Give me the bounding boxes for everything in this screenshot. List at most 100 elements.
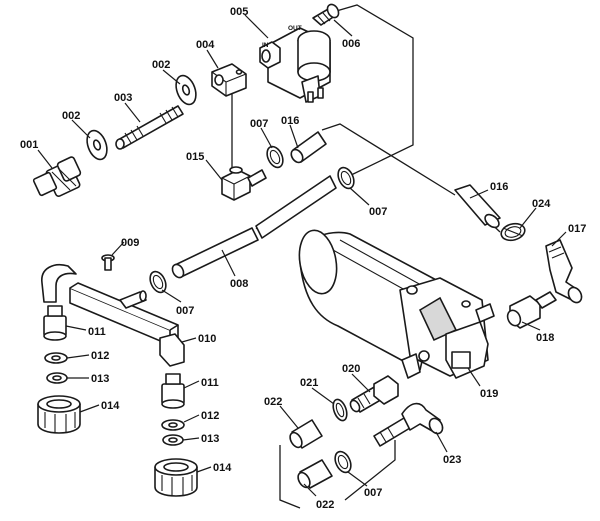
label-024: 024	[532, 198, 551, 210]
leader-005	[244, 14, 269, 39]
leader-008	[221, 249, 236, 277]
part-003-threaded-rod	[115, 105, 184, 150]
leader-007b	[349, 187, 370, 206]
label-011b: 011	[201, 377, 219, 389]
leader-009	[111, 241, 125, 256]
part-007-clamp-top	[266, 145, 284, 169]
part-007-clamp-left	[149, 270, 167, 294]
label-003: 003	[114, 92, 132, 104]
label-009: 009	[121, 237, 139, 249]
part-016-tube-right	[454, 184, 501, 229]
leader-016b	[469, 189, 489, 199]
label-011a: 011	[88, 326, 106, 338]
leader-011a	[65, 325, 87, 331]
part-002-washer-rear	[175, 74, 197, 106]
label-002b: 002	[152, 59, 170, 71]
label-013a: 013	[91, 373, 109, 385]
leader-004	[206, 49, 219, 69]
label-007d: 007	[364, 487, 382, 499]
leader-018	[521, 321, 541, 331]
part-013-seat-right	[162, 434, 184, 446]
label-022b: 022	[316, 499, 334, 511]
part-015-elbow	[221, 166, 267, 201]
label-016a: 016	[281, 115, 299, 127]
leader-014a	[79, 404, 100, 413]
valve-in-mark: IN	[262, 42, 269, 49]
leader-013b	[182, 437, 200, 441]
label-001: 001	[20, 139, 38, 151]
part-013-seat-left	[46, 372, 68, 384]
part-007-clamp-bottom	[334, 450, 352, 474]
label-005: 005	[230, 6, 248, 18]
label-023: 023	[443, 454, 461, 466]
part-018-fitting	[506, 291, 557, 329]
leader-006	[333, 19, 353, 37]
leader-lines	[37, 14, 567, 497]
label-014b: 014	[213, 462, 232, 474]
part-005-solenoid-valve: IN OUT	[259, 25, 331, 103]
label-013b: 013	[201, 433, 219, 445]
part-022-tube-lower	[297, 459, 333, 489]
part-014-nut-left	[37, 395, 81, 434]
leader-002b	[162, 69, 181, 85]
leader-021	[311, 387, 335, 405]
part-012-washer-right	[161, 419, 185, 431]
leader-012b	[183, 414, 200, 423]
label-004: 004	[196, 39, 215, 51]
leader-020	[351, 373, 371, 393]
part-019-pump	[298, 229, 495, 379]
leader-011b	[183, 380, 200, 389]
part-023-elbow-barb	[373, 402, 444, 447]
leader-022b	[303, 483, 317, 497]
leader-017	[551, 231, 567, 247]
part-024-clamp	[500, 222, 526, 242]
label-021: 021	[300, 377, 318, 389]
label-007c: 007	[176, 305, 194, 317]
leader-019	[467, 367, 481, 387]
part-022-tube-upper	[289, 419, 323, 449]
leader-007a	[260, 127, 273, 149]
flow-line-lower-left	[279, 445, 301, 509]
flow-line-tube-016	[321, 123, 456, 196]
leader-016a	[289, 124, 299, 149]
part-011-fitting-right	[161, 373, 185, 409]
leader-022a	[279, 405, 299, 429]
label-007b: 007	[369, 206, 387, 218]
part-012-washer-left	[44, 352, 68, 364]
part-009-screw	[101, 254, 115, 271]
part-021-o-ring	[332, 398, 348, 422]
part-014-nut-right	[154, 458, 198, 497]
part-017-elbow-fitting	[545, 239, 583, 304]
leader-001	[37, 149, 53, 169]
part-001-fitting	[32, 156, 82, 197]
label-007a: 007	[250, 118, 268, 130]
label-012a: 012	[91, 350, 109, 362]
flow-line-lower-right	[344, 440, 396, 501]
label-017: 017	[568, 223, 586, 235]
label-008: 008	[230, 278, 248, 290]
part-016-tube-upper	[290, 131, 327, 164]
leader-007c	[161, 289, 182, 303]
leader-002a	[71, 119, 91, 139]
label-002a: 002	[62, 110, 80, 122]
leader-012a	[66, 354, 90, 359]
leader-015	[205, 159, 223, 181]
leader-003	[124, 102, 141, 123]
leader-014b	[196, 466, 212, 473]
part-008-tube-long	[171, 175, 337, 279]
label-015: 015	[186, 151, 204, 163]
valve-out-mark: OUT	[288, 25, 302, 32]
label-014a: 014	[101, 400, 120, 412]
part-010-manifold	[41, 264, 185, 367]
leader-010	[181, 337, 197, 343]
label-016b: 016	[490, 181, 508, 193]
label-022a: 022	[264, 396, 282, 408]
leader-007d	[347, 471, 368, 487]
flow-lines	[231, 4, 501, 509]
flow-line-valve-out	[332, 4, 414, 179]
part-004-adapter	[211, 63, 247, 97]
part-020-fitting	[349, 375, 399, 413]
label-018: 018	[536, 332, 554, 344]
